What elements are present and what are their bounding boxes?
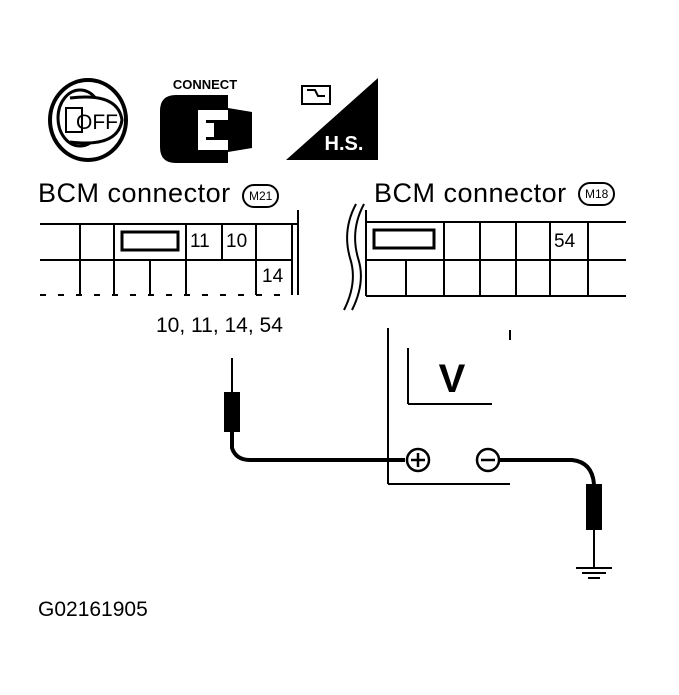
right-pin-54: 54 <box>554 231 576 252</box>
voltmeter-label: V <box>439 357 466 401</box>
ignition-off-icon: OFF <box>48 78 128 162</box>
probe-pins-label: 10, 11, 14, 54 <box>156 314 283 337</box>
left-connector-grid <box>40 210 299 296</box>
right-connector-badge: M18 <box>578 182 616 206</box>
connect-label: CONNECT <box>173 77 237 92</box>
hs-icon: H.S. <box>286 78 378 160</box>
voltmeter <box>387 328 511 485</box>
left-pin-10: 10 <box>226 231 248 252</box>
minus-terminal-icon <box>475 447 501 473</box>
left-connector-badge: M21 <box>242 184 280 208</box>
connect-icon: CONNECT <box>160 77 252 163</box>
plus-terminal-icon <box>405 447 431 473</box>
negative-probe <box>500 458 602 568</box>
ignition-off-label: OFF <box>76 111 118 134</box>
left-pin-14: 14 <box>262 266 284 287</box>
hs-label: H.S. <box>325 133 364 155</box>
ground-icon <box>576 567 612 579</box>
right-connector-title: BCM connector <box>374 178 567 208</box>
left-pin-11: 11 <box>190 231 210 252</box>
left-connector-title: BCM connector <box>38 178 231 208</box>
figure-id: G02161905 <box>38 598 148 621</box>
right-connector-grid <box>343 203 626 311</box>
positive-probe <box>224 358 405 462</box>
